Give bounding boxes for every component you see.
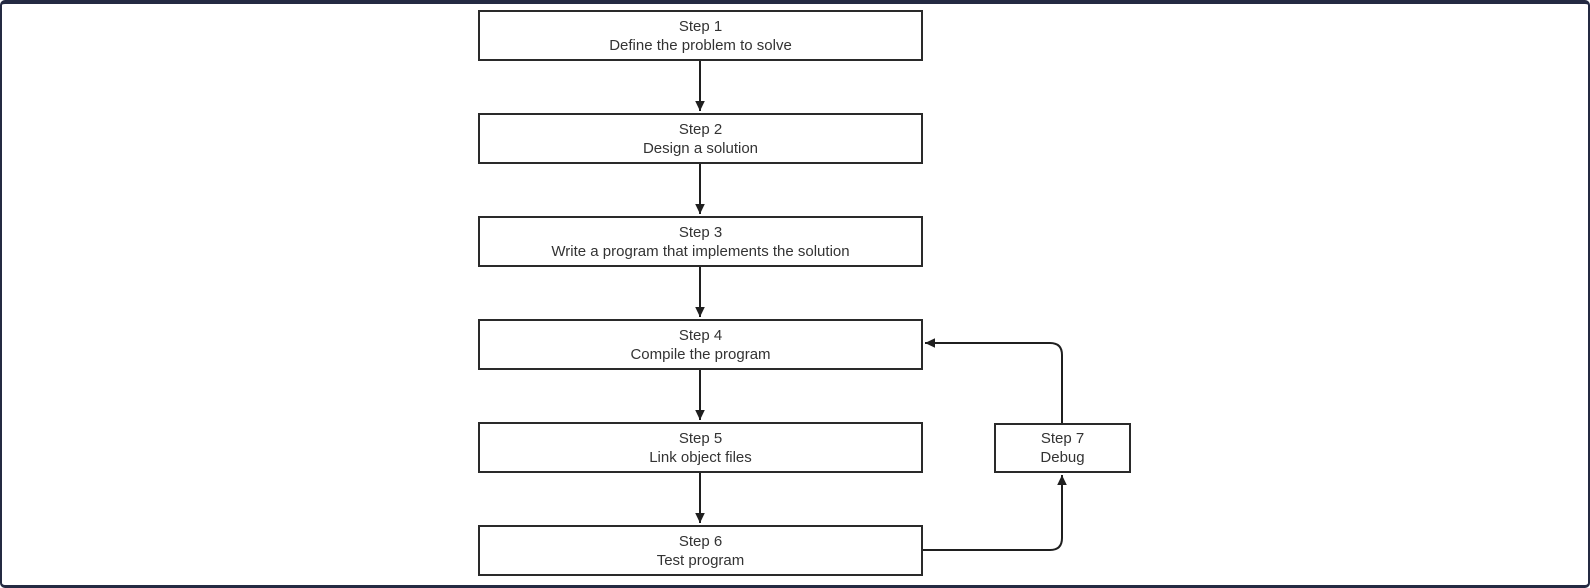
flow-node-step2-title: Step 2 (678, 120, 723, 138)
flow-node-step6-label: Test program (656, 551, 745, 569)
flow-node-step2-label: Design a solution (642, 139, 759, 157)
flow-node-step7-label: Debug (1040, 449, 1085, 466)
flow-node-step5: Step 5 Link object files (478, 422, 923, 473)
flow-node-step4-title: Step 4 (678, 326, 723, 344)
flow-node-step2: Step 2 Design a solution (478, 113, 923, 164)
flow-node-step7: Step 7 Debug (994, 423, 1131, 473)
flow-node-step5-label: Link object files (649, 448, 752, 466)
flow-node-step7-title: Step 7 (1040, 430, 1085, 447)
flow-node-step1-title: Step 1 (678, 17, 723, 35)
flow-node-step4: Step 4 Compile the program (478, 319, 923, 370)
connector-step7-to-step4 (925, 338, 1063, 423)
flow-node-step6-title: Step 6 (678, 532, 723, 550)
flow-node-step1: Step 1 Define the problem to solve (478, 10, 923, 61)
flow-node-step6: Step 6 Test program (478, 525, 923, 576)
connector-step6-to-step7 (923, 475, 1067, 551)
flow-node-step4-label: Compile the program (630, 345, 771, 363)
flow-node-step1-label: Define the problem to solve (609, 36, 792, 54)
flow-node-step3-title: Step 3 (678, 223, 723, 241)
flow-node-step3-label: Write a program that implements the solu… (551, 242, 850, 260)
flow-node-step3: Step 3 Write a program that implements t… (478, 216, 923, 267)
flow-node-step5-title: Step 5 (678, 429, 723, 447)
